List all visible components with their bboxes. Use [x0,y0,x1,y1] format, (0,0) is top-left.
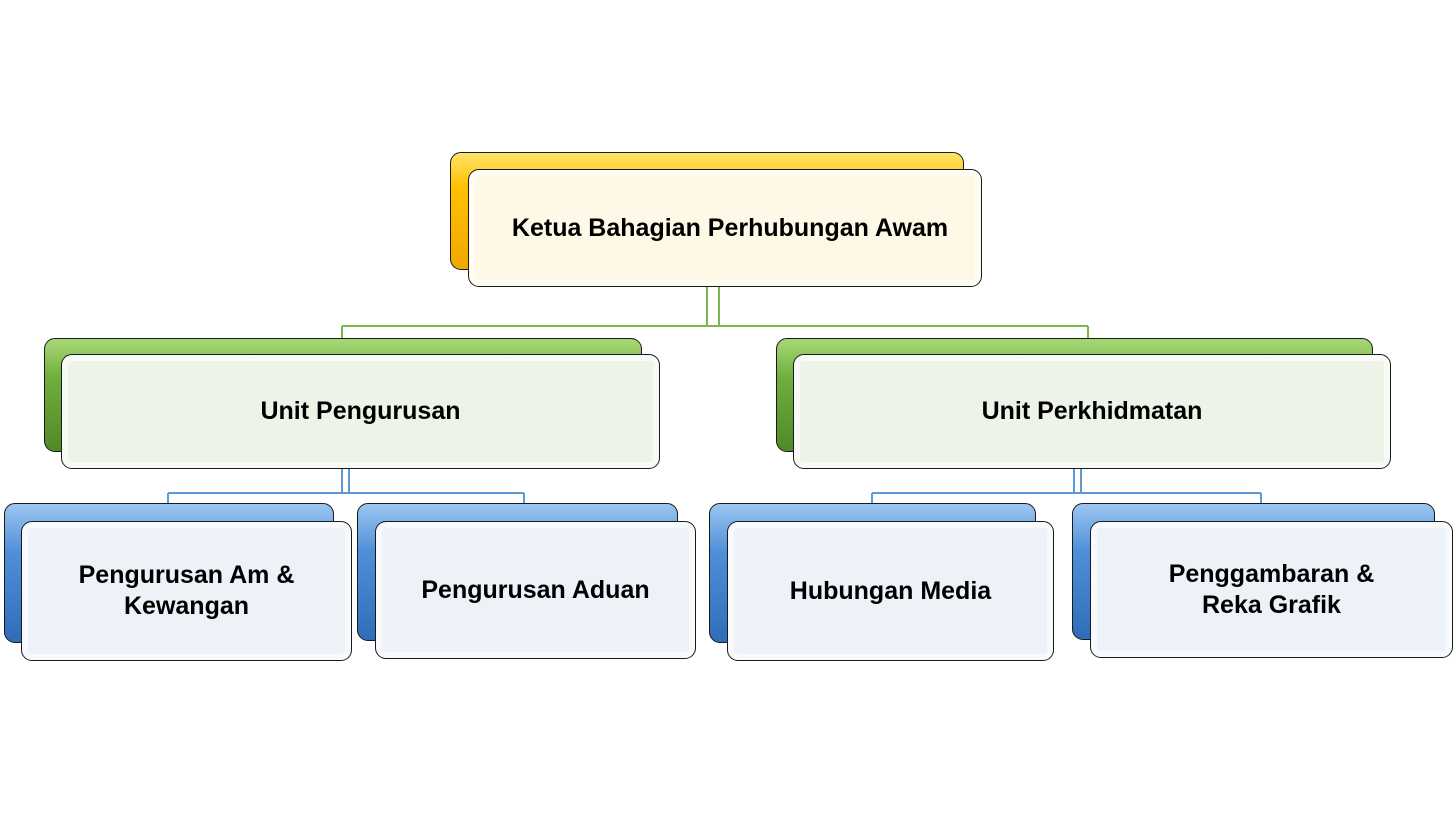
root-node-label: Ketua Bahagian Perhubungan Awam [511,213,949,242]
leaf-node-pengurusan-am-kewangan: Pengurusan Am & Kewangan [4,503,352,661]
root-node-box: Ketua Bahagian Perhubungan Awam [468,169,982,287]
leaf-node-pengurusan-aduan-label: Pengurusan Aduan [421,575,650,604]
leaf-node-hubungan-media-box: Hubungan Media [727,521,1054,661]
root-node: Ketua Bahagian Perhubungan Awam [450,152,982,288]
unit-node-perkhidmatan-label: Unit Perkhidmatan [981,397,1203,425]
leaf-node-penggambaran-reka-grafik-box: Penggambaran & Reka Grafik [1090,521,1453,658]
leaf-node-penggambaran-reka-grafik-label: Penggambaran & Reka Grafik [1168,559,1375,619]
leaf-node-penggambaran-reka-grafik: Penggambaran & Reka Grafik [1072,503,1453,658]
unit-node-perkhidmatan: Unit Perkhidmatan [776,338,1391,469]
unit-node-pengurusan-box: Unit Pengurusan [61,354,660,469]
unit-node-pengurusan-label: Unit Pengurusan [260,397,461,425]
leaf-node-pengurusan-am-kewangan-label: Pengurusan Am & Kewangan [78,561,295,620]
leaf-node-hubungan-media: Hubungan Media [709,503,1054,661]
unit-node-perkhidmatan-box: Unit Perkhidmatan [793,354,1391,469]
leaf-node-pengurusan-am-kewangan-box: Pengurusan Am & Kewangan [21,521,352,661]
leaf-node-pengurusan-aduan-box: Pengurusan Aduan [375,521,696,659]
unit-node-pengurusan: Unit Pengurusan [44,338,660,469]
leaf-node-pengurusan-aduan: Pengurusan Aduan [357,503,696,659]
leaf-node-hubungan-media-label: Hubungan Media [789,576,992,605]
